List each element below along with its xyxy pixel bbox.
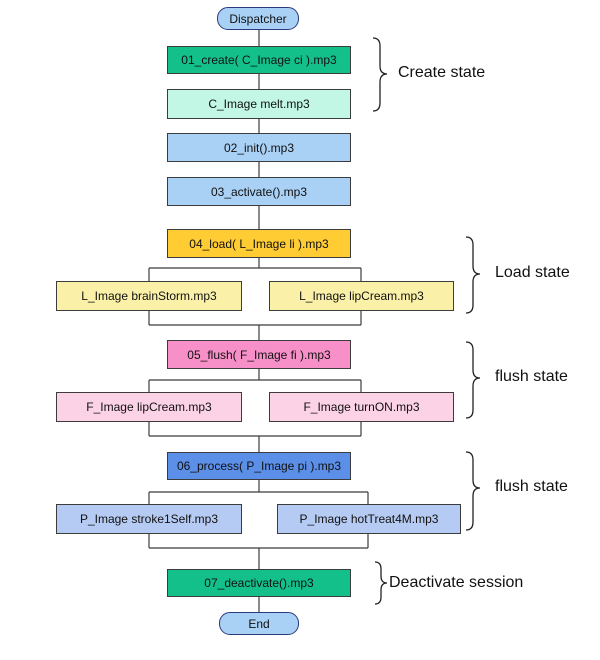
label-flush-state-2: flush state (495, 478, 568, 495)
brace-load (465, 236, 481, 314)
label-load-state: Load state (495, 264, 570, 281)
node-end: End (219, 612, 299, 635)
node-stroke: P_Image stroke1Self.mp3 (56, 504, 242, 534)
node-turnon: F_Image turnON.mp3 (269, 392, 454, 422)
brace-deactivate (374, 561, 388, 605)
brace-create (372, 37, 388, 112)
node-flush: 05_flush( F_Image fi ).mp3 (167, 340, 351, 369)
node-activate: 03_activate().mp3 (167, 177, 351, 206)
node-dispatcher: Dispatcher (217, 7, 299, 30)
node-lipcream-flush: F_Image lipCream.mp3 (56, 392, 242, 422)
brace-flush-1 (465, 341, 481, 419)
node-deactivate: 07_deactivate().mp3 (167, 569, 351, 597)
label-flush-state: flush state (495, 368, 568, 385)
node-melt: C_Image melt.mp3 (167, 89, 351, 119)
node-hottreat: P_Image hotTreat4M.mp3 (277, 504, 461, 534)
node-brainstorm: L_Image brainStorm.mp3 (56, 281, 242, 311)
label-deactivate-session: Deactivate session (389, 574, 524, 591)
node-process: 06_process( P_Image pi ).mp3 (167, 452, 351, 480)
label-create-state: Create state (398, 64, 486, 81)
node-init: 02_init().mp3 (167, 133, 351, 162)
node-create: 01_create( C_Image ci ).mp3 (167, 46, 351, 74)
node-lipcream-load: L_Image lipCream.mp3 (269, 281, 454, 311)
brace-flush-2 (465, 451, 481, 531)
node-load: 04_load( L_Image li ).mp3 (167, 229, 351, 258)
